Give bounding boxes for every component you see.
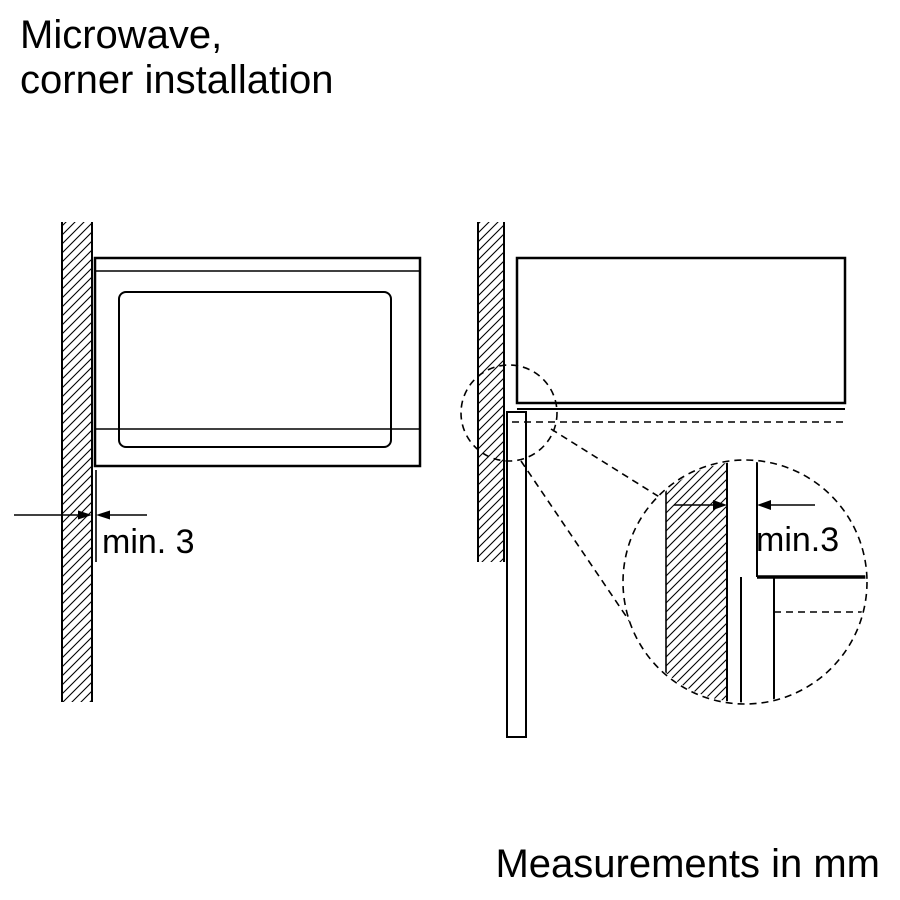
- side-view: [460, 222, 847, 738]
- detail-wall-hatched: [665, 461, 728, 703]
- detail-magnifier-circle: [622, 459, 868, 705]
- detail-connector-lower: [520, 460, 652, 654]
- diagram-title-line2: corner installation: [20, 58, 334, 102]
- front-gap-dimension: min. 3: [14, 470, 195, 562]
- microwave-side-outline: [515, 256, 847, 405]
- front-gap-label: min. 3: [102, 523, 195, 561]
- microwave-door-window: [118, 291, 392, 448]
- measurements-note: Measurements in mm: [495, 842, 880, 886]
- side-filler-panel: [506, 411, 527, 738]
- front-wall-hatched: [61, 222, 93, 702]
- detail-arrowhead-left-icon: [757, 500, 771, 510]
- detail-connector-upper: [550, 428, 662, 499]
- detail-source-circle: [460, 364, 558, 462]
- detail-arrowhead-right-icon: [713, 500, 727, 510]
- side-wall-hatched: [477, 222, 505, 562]
- arrowhead-left-icon: [96, 510, 110, 520]
- detail-view: [665, 461, 866, 703]
- microwave-front-outline: [93, 256, 422, 468]
- arrowhead-right-icon: [78, 510, 92, 520]
- front-view: min. 3: [14, 222, 422, 702]
- detail-gap-label: min.3: [756, 521, 839, 559]
- diagram-title-line1: Microwave,: [20, 13, 222, 57]
